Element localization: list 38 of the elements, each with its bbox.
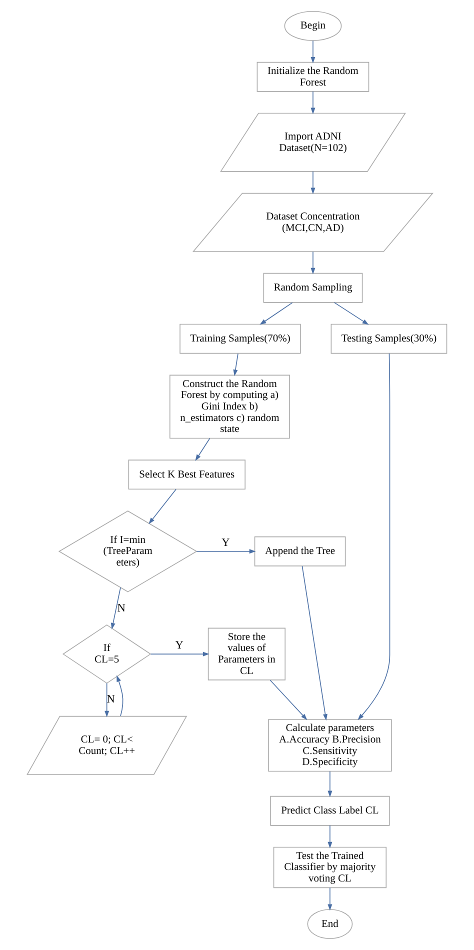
arrow [110,587,121,630]
arrow [233,353,238,376]
arrow [270,680,308,720]
node-box: Predict Class Label CL [270,796,390,826]
arrow [334,302,369,325]
edge-label: Y [222,536,230,549]
node-box: Append the Tree [254,536,346,566]
node-ellipse: End [307,909,353,939]
arrow [328,825,332,848]
arrow [302,566,328,721]
arrow [195,438,210,461]
edge-label: N [117,602,126,614]
node-box: Initialize the Random Forest [256,62,370,92]
arrow [104,682,110,718]
node-ellipse: Begin [284,11,342,41]
node-box: Testing Samples(30%) [330,324,448,354]
arrow [310,91,316,114]
arrow [310,171,316,194]
node-box: Calculate parameters A.Accuracy B.Precision C.Sensitivity D.Specificity [268,719,392,772]
node-box: Store the values of Parameters in CL [208,628,286,680]
node-box: Test the Trained Classifier by majority voting CL [273,846,387,888]
node-diamond: If I=min (TreeParam eters) [58,510,198,592]
arrow [116,675,124,716]
edge-label: Y [175,640,184,652]
node-box: Random Sampling [263,272,363,303]
node-box: Select K Best Features [128,460,246,490]
arrow [148,488,176,524]
arrow [328,771,332,798]
arrow [328,887,332,911]
edge-label: N [106,694,115,706]
arrow [260,302,293,325]
arrow [196,549,256,554]
arrow [310,40,316,64]
node-box: Training Samples(70%) [180,324,301,354]
arrow [358,353,390,720]
node-box: Construct the Random Forest by computing a) Gini Index b) n_estimators c) random state [170,374,290,439]
arrow [310,251,316,274]
arrow [150,652,210,656]
